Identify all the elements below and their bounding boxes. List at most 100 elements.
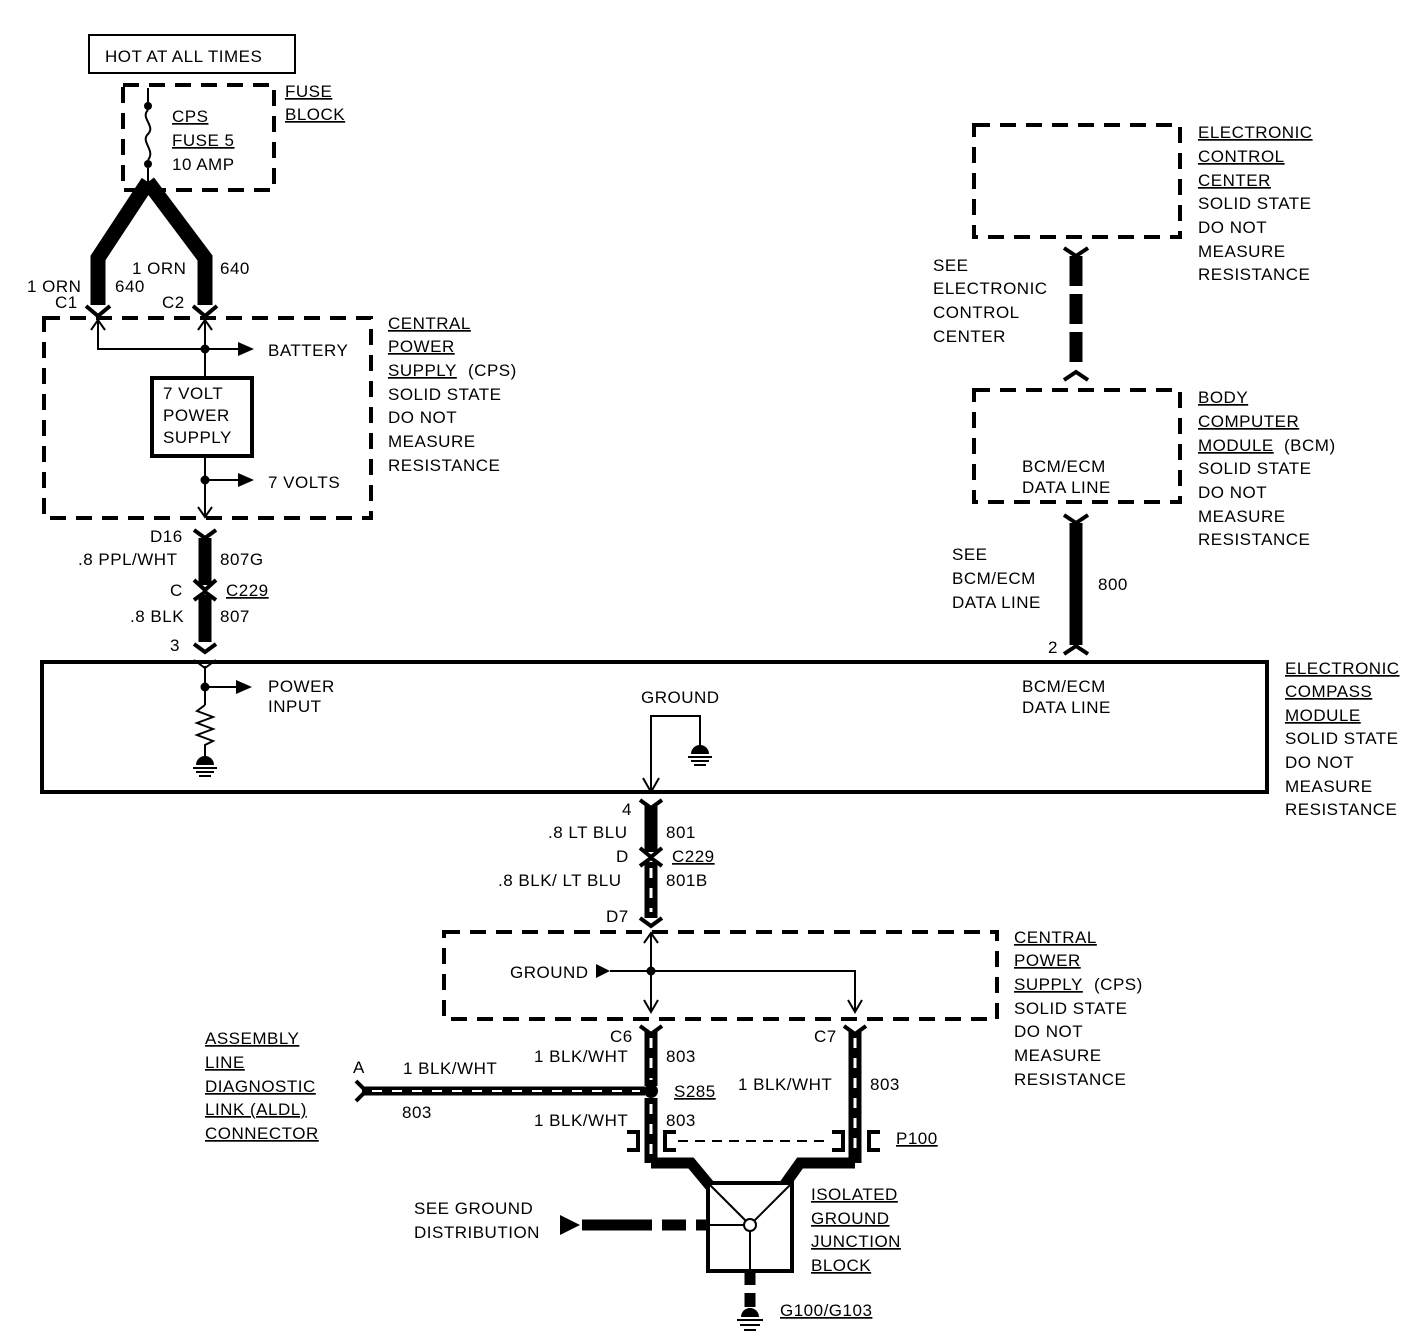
chassis-ground-icon <box>737 1308 763 1331</box>
ground-arrow-icon <box>642 777 660 795</box>
upper-cps-note-3: MEASURE <box>388 432 476 451</box>
c6-arrow-icon <box>643 999 659 1014</box>
aldl-wire-circuit: 803 <box>402 1103 432 1122</box>
module-pin-2: 2 <box>1048 638 1058 657</box>
wire-640-left-circuit: 640 <box>115 277 145 296</box>
aldl-connector-icon <box>354 1079 369 1103</box>
lower-cps-title-suffix: (CPS) <box>1094 975 1143 994</box>
seven-volts-label: 7 VOLTS <box>268 473 340 492</box>
fuse-rating: 10 AMP <box>172 155 235 174</box>
module-ground-label: GROUND <box>641 688 720 707</box>
upper-cps-note-2: DO NOT <box>388 408 457 427</box>
pin-d16: D16 <box>150 527 183 546</box>
wire-640-left-size-color: 1 ORN <box>27 277 81 296</box>
bcm-inner-line-1: BCM/ECM <box>1022 457 1106 476</box>
c7-arrow-icon <box>847 999 863 1014</box>
ecc-outline <box>972 123 1182 239</box>
wire-807: D16 .8 PPL/WHT 807G C C229 .8 BLK 807 3 <box>78 527 268 655</box>
seven-volts-arrow-icon <box>238 473 254 487</box>
upper-cps-note-1: SOLID STATE <box>388 385 502 404</box>
c7-wire-size-color: 1 BLK/WHT <box>738 1075 832 1094</box>
resistor-icon <box>194 704 216 757</box>
pin-c2: C2 <box>162 293 185 312</box>
wire-640-right-size-color: 1 ORN <box>132 259 186 278</box>
ecc-title-1: ELECTRONIC <box>1198 123 1313 142</box>
fuse-block-title-line-2: BLOCK <box>285 105 345 124</box>
power-source-label: HOT AT ALL TIMES <box>105 47 262 66</box>
bcm-note-3: MEASURE <box>1198 507 1286 526</box>
wire-801: 4 .8 LT BLU 801 D C229 .8 BLK/ LT BLU 80… <box>498 798 715 929</box>
wire-801-circuit: 801 <box>666 823 696 842</box>
pin-c7: C7 <box>814 1027 837 1046</box>
aldl-title-4: LINK (ALDL) <box>205 1100 307 1119</box>
wire-807g-size-color: .8 PPL/WHT <box>78 550 177 569</box>
power-input-arrow-icon <box>236 680 252 694</box>
bcm-note-4: RESISTANCE <box>1198 530 1310 549</box>
power-input-line-2: INPUT <box>268 697 322 716</box>
wire-800-circuit: 800 <box>1098 575 1128 594</box>
c229-name-lower: C229 <box>672 847 715 866</box>
aldl-title-2: LINE <box>205 1053 245 1072</box>
fuse-block-title-line-1: FUSE <box>285 82 332 101</box>
connector-p100-icon <box>627 1130 880 1152</box>
bcm-inner-line-2: DATA LINE <box>1022 478 1111 497</box>
wire-807g-circuit: 807G <box>220 550 264 569</box>
see-ecc-line-2: ELECTRONIC <box>933 279 1048 298</box>
ecc-note-4: RESISTANCE <box>1198 265 1310 284</box>
splice-name: S285 <box>674 1082 716 1101</box>
wire-801-size-color: .8 LT BLU <box>548 823 627 842</box>
fuse-block: CPS FUSE 5 10 AMP FUSE BLOCK <box>121 82 345 192</box>
bcm-note-2: DO NOT <box>1198 483 1267 502</box>
wire-807-circuit: 807 <box>220 607 250 626</box>
lower-cps-title-2: POWER <box>1014 951 1081 970</box>
power-source-box <box>88 34 296 74</box>
aldl-title-1: ASSEMBLY <box>205 1029 299 1048</box>
ground-wiring: 1 BLK/WHT 803 S285 A 1 BLK/WHT 803 ASSEM… <box>205 1024 937 1331</box>
see-ground-line-1: SEE GROUND <box>414 1199 533 1218</box>
c6-wire-size-color: 1 BLK/WHT <box>534 1047 628 1066</box>
wire-640: 1 ORN 640 1 ORN 640 C1 C2 <box>27 177 249 319</box>
lower-cps-outline <box>442 930 999 1021</box>
see-bcm-line-3: DATA LINE <box>952 593 1041 612</box>
see-ground-line-2: DISTRIBUTION <box>414 1223 540 1242</box>
aldl-title-3: DIAGNOSTIC <box>205 1077 316 1096</box>
c6-wire-circuit: 803 <box>666 1047 696 1066</box>
see-bcm-line-1: SEE <box>952 545 988 564</box>
junction-node-icon <box>743 1218 757 1232</box>
electronic-control-center: ELECTRONIC CONTROL CENTER SOLID STATE DO… <box>933 123 1313 382</box>
ecc-note-3: MEASURE <box>1198 242 1286 261</box>
bcm-title-2: COMPUTER <box>1198 412 1299 431</box>
upper-cps-title-1: CENTRAL <box>388 314 471 333</box>
ecc-note-1: SOLID STATE <box>1198 194 1312 213</box>
compass-note-3: MEASURE <box>1285 777 1373 796</box>
bcm-title-3: MODULE <box>1198 436 1274 455</box>
connector-c2-icon <box>191 304 219 319</box>
electronic-compass-module: POWER INPUT GROUND BCM/ECM DATA LINE ELE… <box>40 659 1400 819</box>
junction-title-1: ISOLATED <box>811 1185 898 1204</box>
lower-cps-title-3: SUPPLY <box>1014 975 1083 994</box>
upper-cps-title-suffix: (CPS) <box>468 361 517 380</box>
ecc-note-2: DO NOT <box>1198 218 1267 237</box>
compass-title-2: COMPASS <box>1285 682 1372 701</box>
wire-807-size-color: .8 BLK <box>130 607 184 626</box>
upper-cps-title-2: POWER <box>388 337 455 356</box>
body-computer-module: BCM/ECM DATA LINE BODY COMPUTER MODULE (… <box>952 388 1335 657</box>
fuse-name-line-2: FUSE 5 <box>172 131 235 150</box>
junction-title-2: GROUND <box>811 1209 890 1228</box>
compass-data-line-2: DATA LINE <box>1022 698 1111 717</box>
fuse-name-line-1: CPS <box>172 107 208 126</box>
lower-cps-note-1: SOLID STATE <box>1014 999 1128 1018</box>
power-input-line-1: POWER <box>268 677 335 696</box>
compass-note-2: DO NOT <box>1285 753 1354 772</box>
compass-note-1: SOLID STATE <box>1285 729 1399 748</box>
compass-title-1: ELECTRONIC <box>1285 659 1400 678</box>
compass-data-line-1: BCM/ECM <box>1022 677 1106 696</box>
cps-ground-arrow-icon <box>596 964 610 978</box>
wire-801b-circuit: 801B <box>666 871 708 890</box>
c229-pin-d: D <box>616 847 629 866</box>
bcm-note-1: SOLID STATE <box>1198 459 1312 478</box>
battery-label: BATTERY <box>268 341 348 360</box>
lower-cps: GROUND CENTRAL POWER SUPPLY (CPS) SOLID … <box>442 928 1143 1089</box>
module-pin-4: 4 <box>622 800 632 819</box>
junction-title-3: JUNCTION <box>811 1232 901 1251</box>
